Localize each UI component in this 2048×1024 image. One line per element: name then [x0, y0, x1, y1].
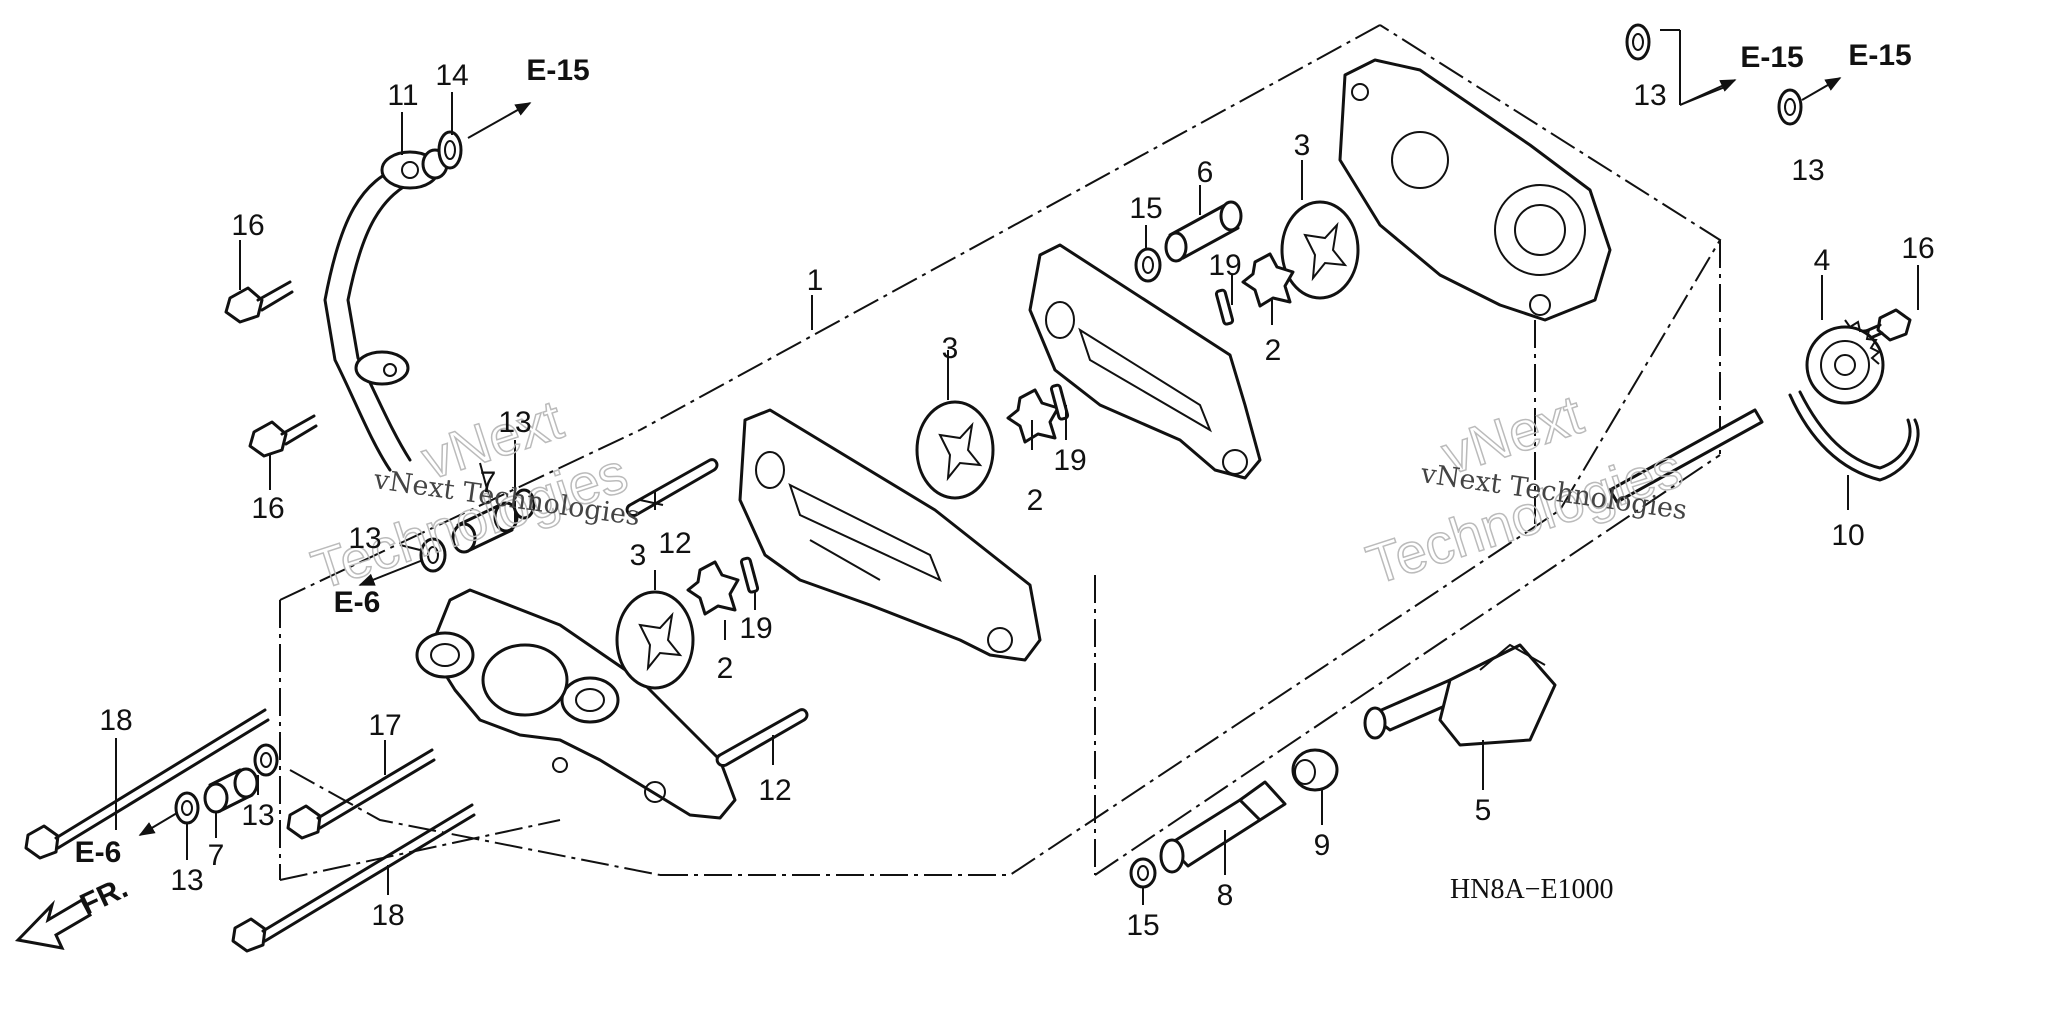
oil-strainer[interactable] [1363, 643, 1557, 747]
callout-labels: 1 11 14 16 16 16 3 3 3 2 2 2 4 10 6 15 1… [99, 59, 1934, 942]
pin-19-middle[interactable] [1049, 383, 1070, 421]
callout-3-a: 3 [942, 332, 959, 365]
ref-e6-upper: E-6 [334, 586, 381, 619]
callout-16-c: 16 [1901, 232, 1934, 265]
callout-2-a: 2 [1027, 484, 1044, 517]
callout-5: 5 [1475, 794, 1492, 827]
outer-rotor-rear[interactable] [1280, 200, 1360, 300]
callout-9: 9 [1314, 829, 1331, 862]
callout-19-b: 19 [1053, 444, 1086, 477]
callout-7-b: 7 [208, 839, 225, 872]
reference-labels: E-15 E-15 E-15 E-6 E-6 [75, 39, 1912, 869]
callout-2-b: 2 [717, 652, 734, 685]
inner-rotor-rear[interactable] [1241, 252, 1295, 308]
washer-13-lower-b[interactable] [253, 743, 279, 777]
inner-rotor-middle[interactable] [1006, 388, 1060, 444]
assembly-outline [279, 24, 1722, 881]
callout-14: 14 [435, 59, 468, 92]
pump-cover-front[interactable] [415, 588, 737, 820]
callout-19-c: 19 [739, 612, 772, 645]
pump-body-rear[interactable] [1028, 243, 1262, 480]
ref-e15-left: E-15 [526, 54, 589, 87]
washer-13-top[interactable] [1625, 23, 1651, 61]
callout-19-a: 19 [1208, 249, 1241, 282]
callout-3-c: 3 [1294, 129, 1311, 162]
outer-rotor-middle[interactable] [915, 400, 995, 500]
callout-13-a: 13 [170, 864, 203, 897]
seal-9[interactable] [1291, 748, 1339, 792]
drive-sprocket[interactable] [1805, 319, 1885, 405]
callout-18-b: 18 [371, 899, 404, 932]
reference-arrows [138, 77, 1842, 836]
washer-13-upper-left[interactable] [419, 537, 447, 573]
washer-13-right[interactable] [1777, 88, 1803, 126]
collar-6[interactable] [1164, 200, 1243, 263]
callout-16-a: 16 [231, 209, 264, 242]
bolt-18-lower[interactable] [231, 803, 476, 953]
callout-12-b: 12 [758, 774, 791, 807]
bolt-16-upper[interactable] [224, 280, 294, 324]
front-arrow-icon [14, 897, 93, 950]
callout-13-b: 13 [241, 799, 274, 832]
washer-15-upper[interactable] [1134, 247, 1162, 283]
pump-shaft[interactable] [1608, 408, 1764, 504]
pump-body-middle[interactable] [738, 408, 1042, 662]
callout-13-f: 13 [1791, 154, 1824, 187]
diagram-code: HN8A−E1000 [1450, 874, 1614, 905]
dowel-pin-12-lower[interactable] [715, 708, 809, 768]
ref-e15-right: E-15 [1848, 39, 1911, 72]
callout-6: 6 [1197, 156, 1214, 189]
pump-housing-back[interactable] [1338, 58, 1612, 322]
bolt-16-lower[interactable] [248, 414, 318, 458]
pin-19-front[interactable] [739, 556, 760, 594]
callout-13-d: 13 [498, 406, 531, 439]
callout-8: 8 [1217, 879, 1234, 912]
washer-14[interactable] [437, 130, 463, 170]
collar-7-lower[interactable] [203, 767, 259, 814]
bolt-17[interactable] [286, 748, 436, 840]
collar-7-upper[interactable] [451, 501, 519, 554]
callout-13-c: 13 [348, 522, 381, 555]
pin-19-rear[interactable] [1214, 288, 1235, 326]
bolt-18-upper[interactable] [24, 708, 270, 860]
ref-e15-middle: E-15 [1740, 41, 1803, 74]
callout-17: 17 [368, 709, 401, 742]
callout-15-b: 15 [1126, 909, 1159, 942]
callout-10: 10 [1831, 519, 1864, 552]
callout-7-a: 7 [480, 466, 497, 499]
callout-12-a: 12 [658, 527, 691, 560]
callout-18-a: 18 [99, 704, 132, 737]
outer-rotor-front[interactable] [615, 590, 695, 690]
washer-15-lower[interactable] [1129, 857, 1157, 889]
washer-13-lower-a[interactable] [174, 791, 200, 825]
callout-4: 4 [1814, 244, 1831, 277]
inner-rotor-front[interactable] [686, 560, 740, 616]
callout-13-e: 13 [1633, 79, 1666, 112]
callout-3-b: 3 [630, 539, 647, 572]
ref-e6-lower: E-6 [75, 836, 122, 869]
callout-16-b: 16 [251, 492, 284, 525]
pipe-8[interactable] [1159, 780, 1287, 874]
callout-11: 11 [387, 79, 418, 112]
callout-15-a: 15 [1129, 192, 1162, 225]
callout-2-c: 2 [1265, 334, 1282, 367]
oil-pipe[interactable] [323, 148, 449, 472]
callout-1: 1 [807, 264, 824, 297]
drive-chain[interactable] [1788, 390, 1920, 482]
